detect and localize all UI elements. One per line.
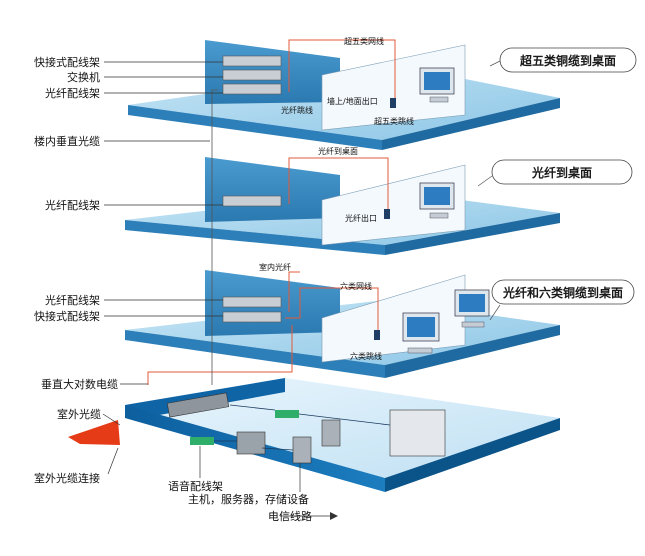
label-fiber-patch-low: 光纤配线架 bbox=[45, 293, 100, 307]
label-vertical-copper: 垂直大对数电缆 bbox=[41, 377, 118, 391]
floor-2-back-wall bbox=[205, 157, 340, 222]
floor-3-edge-left bbox=[125, 330, 385, 378]
small-indoor-fiber: 室内光纤 bbox=[259, 262, 291, 272]
server-a bbox=[236, 431, 266, 455]
floor-3-edge-right bbox=[385, 325, 560, 378]
data-center-floor bbox=[125, 378, 560, 478]
floor-2-edge-right bbox=[385, 213, 560, 255]
voice-patch-green-a bbox=[275, 410, 299, 418]
callout-2: 光纤到桌面 bbox=[477, 159, 633, 187]
vertical-fiber-riser bbox=[211, 89, 218, 385]
small-fiber-outlet: 光纤出口 bbox=[345, 213, 377, 223]
small-cat5e-line: 超五类网线 bbox=[344, 36, 384, 46]
data-center bbox=[68, 89, 560, 492]
floor-2 bbox=[125, 157, 560, 255]
label-patch-quick-low: 快接式配线架 bbox=[34, 309, 100, 323]
label-outdoor-fiber: 室外光缆 bbox=[57, 407, 101, 421]
small-fiber-to-desk: 光纤到桌面 bbox=[318, 146, 358, 156]
floor-2-rack bbox=[222, 195, 282, 207]
floor-2-computer bbox=[419, 182, 455, 219]
floor-1-cable bbox=[288, 39, 396, 98]
callout-1: 超五类铜缆到桌面 bbox=[489, 47, 637, 73]
floor-3-computer-b bbox=[402, 312, 440, 354]
label-telecom: 电信线路 bbox=[268, 509, 312, 523]
small-wall-outlet: 墙上/地面出口 bbox=[327, 96, 378, 106]
floor-1-edge-left bbox=[128, 105, 382, 150]
floor-3-rack bbox=[222, 296, 282, 323]
floor-3-computer-a bbox=[454, 289, 490, 328]
voice-patch-green-b bbox=[190, 437, 214, 445]
floor-3-cat6-cable bbox=[285, 287, 379, 330]
label-voice-patch: 语音配线架 bbox=[168, 479, 223, 493]
label-fiber-patch-mid: 光纤配线架 bbox=[45, 198, 100, 212]
data-center-edge-right bbox=[385, 418, 560, 492]
outdoor-fiber-entry bbox=[68, 420, 120, 445]
left-leader-lines bbox=[102, 61, 330, 517]
floor-2-cable bbox=[288, 157, 389, 210]
label-fiber-patch-top: 光纤配线架 bbox=[45, 86, 100, 100]
callout-1-text: 超五类铜缆到桌面 bbox=[519, 53, 616, 68]
floor-1-partition bbox=[321, 44, 466, 131]
callout-3: 光纤和六类铜缆到桌面 bbox=[489, 279, 635, 321]
floor-3-fiber-cable bbox=[288, 271, 300, 312]
telecom-arrow-icon bbox=[330, 512, 338, 520]
storage-array bbox=[389, 409, 446, 457]
server-c bbox=[321, 419, 341, 447]
floor-2-edge-left bbox=[125, 220, 385, 255]
label-patch-quick-top: 快接式配线架 bbox=[34, 55, 100, 69]
server-b bbox=[292, 436, 312, 464]
label-outdoor-fiber-conn: 室外光缆连接 bbox=[34, 471, 100, 485]
vertical-copper-cable bbox=[147, 325, 293, 385]
small-fiber-jumper: 光纤跳线 bbox=[281, 105, 313, 115]
small-cat5e-jumper: 超五类跳线 bbox=[374, 116, 414, 126]
floor-1-computer bbox=[419, 67, 455, 103]
label-servers: 主机，服务器，存储设备 bbox=[188, 492, 309, 506]
floor-2-outlet bbox=[384, 209, 390, 219]
callout-2-text: 光纤到桌面 bbox=[531, 165, 592, 180]
floor-1-outlet bbox=[390, 98, 396, 108]
label-switch: 交换机 bbox=[67, 70, 100, 84]
floor-3 bbox=[125, 270, 560, 378]
floor-1 bbox=[128, 39, 560, 150]
floor-3-outlet bbox=[374, 330, 380, 340]
main-switch bbox=[166, 392, 230, 418]
small-cat6-jumper: 六类跳线 bbox=[350, 351, 382, 361]
label-vertical-fiber: 楼内垂直光缆 bbox=[34, 134, 100, 148]
floor-1-rack bbox=[222, 55, 282, 95]
floor-1-edge-right bbox=[382, 98, 560, 150]
callout-3-text: 光纤和六类铜缆到桌面 bbox=[502, 285, 623, 300]
small-cat6-line: 六类网线 bbox=[340, 281, 372, 291]
